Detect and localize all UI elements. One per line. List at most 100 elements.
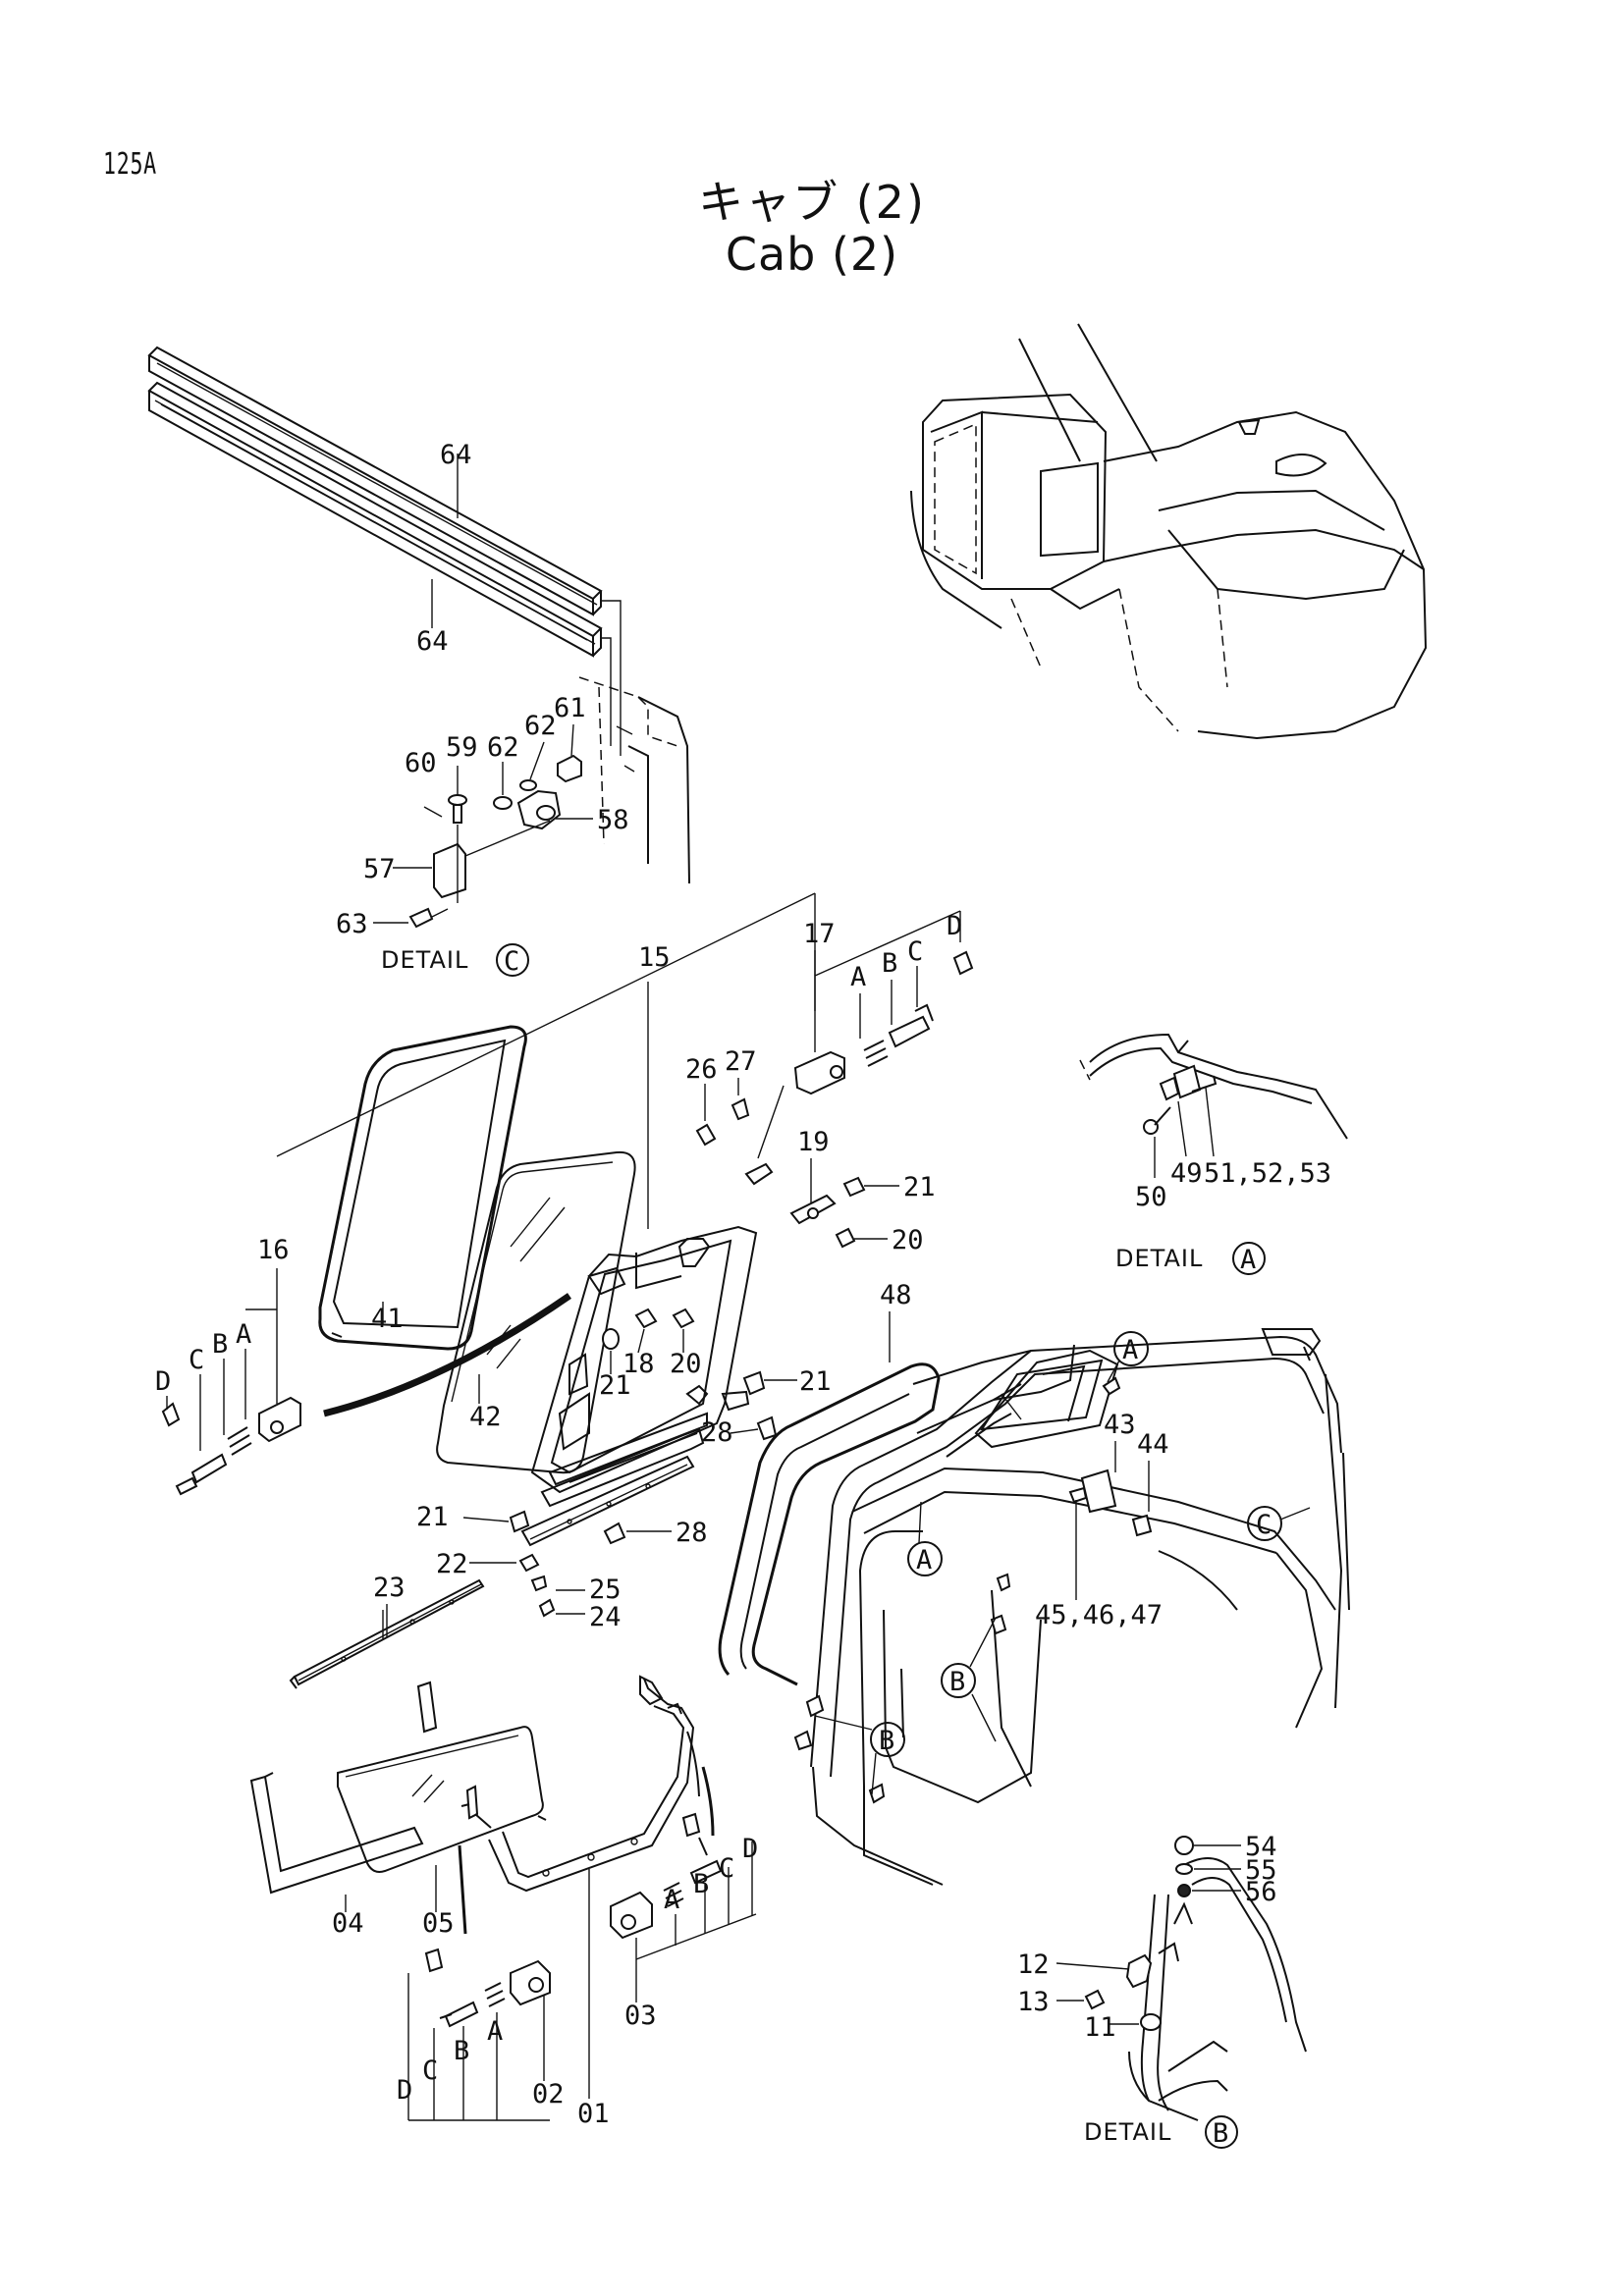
callout-circle-b-bottom [870, 1722, 905, 1757]
part-label-15: 15 [638, 942, 671, 973]
door-window-frame-drawing [276, 892, 816, 1689]
callout-circle-b-top [941, 1663, 976, 1698]
part-label-20-a: 20 [892, 1225, 924, 1255]
callout-letter-a-left: A [916, 1545, 932, 1575]
detail-b-circle [1205, 2115, 1238, 2149]
part-label-19: 19 [797, 1127, 830, 1157]
callout-circle-a-left [907, 1541, 943, 1576]
callout-letter-c: C [1256, 1510, 1272, 1540]
part-label-62a: 62 [487, 732, 519, 763]
part-label-51-52-53: 51,52,53 [1204, 1158, 1331, 1189]
part-label-55: 55 [1245, 1855, 1277, 1886]
part-label-03-a: A [664, 1885, 679, 1915]
part-label-17: 17 [803, 919, 836, 949]
part-label-02: 02 [532, 2079, 565, 2109]
part-label-18: 18 [623, 1349, 655, 1379]
part-label-03: 03 [624, 2001, 657, 2031]
detail-b-caption: DETAIL [1084, 2118, 1171, 2146]
part-label-62b: 62 [524, 711, 557, 741]
rail-part-64-drawing [147, 346, 603, 658]
callout-circle-c [1247, 1506, 1282, 1541]
detail-c-drawing [408, 676, 690, 929]
part-label-49: 49 [1170, 1158, 1203, 1189]
part-label-42: 42 [469, 1402, 502, 1432]
part-label-17-a: A [850, 962, 866, 992]
part-label-02-b: B [454, 2036, 469, 2066]
part-label-02-a: A [487, 2016, 503, 2047]
front-window-assembly-drawing [249, 1675, 715, 1935]
part-label-02-d: D [397, 2075, 412, 2106]
part-label-16-d: D [155, 1366, 171, 1397]
part-label-01: 01 [577, 2099, 610, 2129]
part-label-13: 13 [1017, 1987, 1050, 2017]
part-label-16: 16 [257, 1235, 290, 1265]
part-label-41: 41 [371, 1304, 404, 1334]
detail-a-caption: DETAIL [1115, 1245, 1203, 1272]
part-label-21-b: 21 [599, 1370, 631, 1401]
part-label-03-c: C [719, 1853, 734, 1884]
callout-letter-b-bottom: B [879, 1726, 894, 1756]
door-seal-and-cab-body-drawing [718, 1328, 1350, 1886]
part-label-11: 11 [1084, 2012, 1116, 2043]
part-label-43: 43 [1104, 1410, 1136, 1440]
latch-03-drawing [610, 1812, 723, 1940]
part-label-57: 57 [363, 854, 396, 884]
part-label-12: 12 [1017, 1949, 1050, 1980]
part-label-16-a: A [236, 1319, 251, 1350]
part-label-54: 54 [1245, 1832, 1277, 1862]
part-label-28-a: 28 [701, 1417, 733, 1448]
latch-02-drawing [424, 1948, 551, 2028]
part-label-60: 60 [405, 748, 437, 778]
part-label-24: 24 [589, 1602, 622, 1632]
detail-a-circle [1232, 1242, 1266, 1275]
callout-letter-b-top: B [949, 1667, 965, 1697]
part-label-21-d: 21 [416, 1502, 449, 1532]
part-label-50: 50 [1135, 1182, 1167, 1212]
cab-overview-drawing [910, 323, 1428, 740]
callout-circle-a-top [1113, 1331, 1149, 1366]
part-label-64a: 64 [440, 440, 472, 470]
detail-c-caption: DETAIL [381, 946, 468, 974]
part-label-23: 23 [373, 1573, 406, 1603]
part-label-02-c: C [422, 2056, 438, 2086]
page-title-japanese: キャブ (2) [698, 176, 926, 229]
left-latch-assembly-drawing [161, 1396, 301, 1496]
part-label-56: 56 [1245, 1877, 1277, 1907]
callout-letter-a-top: A [1122, 1335, 1138, 1365]
detail-c-letter: C [504, 946, 519, 977]
part-label-03-d: D [742, 1834, 758, 1864]
part-label-63: 63 [336, 909, 368, 939]
part-label-20-b: 20 [670, 1349, 702, 1379]
detail-b-letter: B [1213, 2118, 1228, 2149]
right-latch-assembly-drawing [793, 950, 974, 1095]
part-label-05: 05 [422, 1908, 455, 1939]
detail-b-drawing [1084, 1836, 1307, 2121]
part-label-27: 27 [725, 1046, 757, 1077]
part-label-64b: 64 [416, 626, 449, 657]
part-label-17-b: B [882, 948, 897, 979]
part-label-61: 61 [554, 693, 586, 723]
part-label-44: 44 [1137, 1429, 1169, 1460]
detail-a-drawing [1079, 1033, 1348, 1140]
part-label-17-c: C [907, 936, 923, 967]
part-label-28-b: 28 [676, 1518, 708, 1548]
part-label-22: 22 [436, 1549, 468, 1579]
part-label-04: 04 [332, 1908, 364, 1939]
part-label-25: 25 [589, 1575, 622, 1605]
part-label-16-c: C [189, 1345, 204, 1375]
detail-c-circle [496, 943, 529, 977]
part-label-59: 59 [446, 732, 478, 763]
part-label-16-b: B [212, 1329, 228, 1360]
part-label-48: 48 [880, 1280, 912, 1310]
page-number: 125A [103, 147, 157, 182]
part-label-26: 26 [685, 1054, 718, 1085]
part-label-21-a: 21 [903, 1172, 936, 1202]
part-label-03-b: B [693, 1869, 709, 1899]
part-label-21-c: 21 [799, 1366, 832, 1397]
part-label-17-d: D [947, 911, 962, 941]
hinge-hardware-drawing [509, 1097, 866, 1618]
part-label-58: 58 [597, 805, 629, 835]
detail-a-letter: A [1240, 1245, 1256, 1275]
